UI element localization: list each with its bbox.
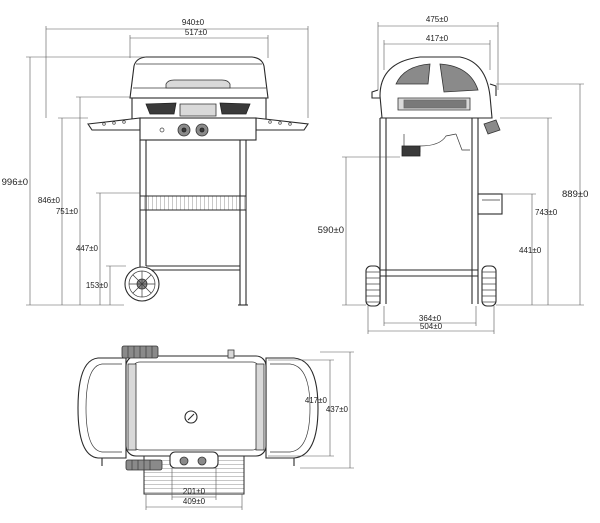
dim-inner-depth: 364±0 xyxy=(419,314,442,323)
dim-firebox-height: 590±0 xyxy=(318,225,344,236)
dim-overall-height: 889±0 xyxy=(562,189,588,200)
dim-body-width: 409±0 xyxy=(183,497,206,506)
top-left-shelf xyxy=(77,357,127,459)
top-view: 417±0 437±0 201±0 409±0 xyxy=(77,345,354,510)
dim-depth: 475±0 xyxy=(426,15,449,24)
dim-lid-base-height: 751±0 xyxy=(56,207,79,216)
dim-overall-depth: 437±0 xyxy=(326,405,349,414)
dim-handle-width: 201±0 xyxy=(183,487,206,496)
dim-lid-width: 517±0 xyxy=(185,28,208,37)
front-right-shelf xyxy=(255,117,309,131)
top-right-shelf xyxy=(265,357,319,459)
dim-base-depth: 504±0 xyxy=(420,322,443,331)
front-view: 940±0 517±0 996±0 846±0 751±0 447±0 153±… xyxy=(2,18,309,306)
dim-shelf-height: 743±0 xyxy=(535,208,558,217)
side-regulator xyxy=(483,119,501,135)
side-wheel-left xyxy=(365,265,381,307)
front-lid xyxy=(129,56,269,99)
dim-lid-depth: 417±0 xyxy=(426,34,449,43)
dim-overall-width: 940±0 xyxy=(182,18,205,27)
side-view: 475±0 417±0 590±0 889±0 743±0 441±0 364±… xyxy=(318,15,588,334)
side-wheel-right xyxy=(481,265,497,307)
top-wheel xyxy=(121,345,159,359)
side-tank-holder xyxy=(477,193,503,215)
dim-side-shelf-height: 846±0 xyxy=(38,196,61,205)
dim-tank-height: 441±0 xyxy=(519,246,542,255)
front-lower-shelf xyxy=(139,195,247,211)
dim-lower-shelf-height: 447±0 xyxy=(76,244,99,253)
front-lid-handle xyxy=(165,79,231,89)
dim-wheel-height: 153±0 xyxy=(86,281,109,290)
dim-total-height: 996±0 xyxy=(2,177,28,188)
dim-body-depth: 417±0 xyxy=(305,396,328,405)
top-body xyxy=(125,355,267,457)
